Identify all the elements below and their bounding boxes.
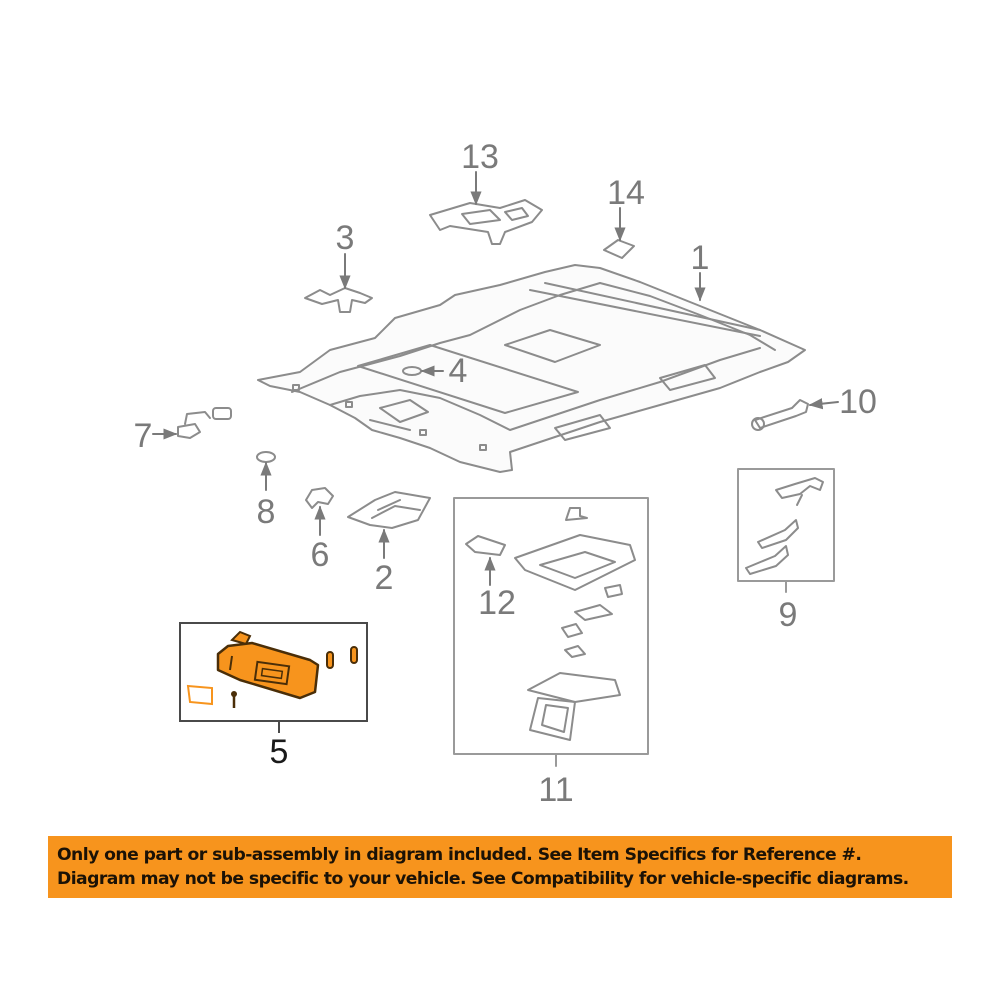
callout-5[interactable]: 5: [269, 733, 289, 771]
callout-8[interactable]: 8: [256, 493, 276, 531]
callout-9[interactable]: 9: [778, 596, 798, 634]
callout-13[interactable]: 13: [461, 138, 499, 176]
overhead-console-box: [453, 497, 649, 767]
headliner-panel-icon: [257, 264, 806, 473]
callout-14[interactable]: 14: [607, 174, 645, 212]
grab-handle-box: [737, 468, 835, 593]
coat-hook-icon: [751, 399, 809, 431]
callout-10[interactable]: 10: [839, 383, 877, 421]
wiring-connector-icon: [177, 407, 232, 439]
callout-3[interactable]: 3: [335, 219, 355, 257]
notice-line-1: Only one part or sub-assembly in diagram…: [57, 845, 862, 865]
bumper-pad-icon: [603, 239, 635, 259]
notice-line-2: Diagram may not be specific to your vehi…: [57, 869, 909, 889]
retainer-icon: [305, 487, 334, 509]
callout-7[interactable]: 7: [133, 417, 153, 455]
plug-icon: [256, 451, 276, 463]
clip-bracket-icon: [304, 287, 373, 313]
dome-lamp-icon: [347, 491, 431, 529]
callout-6[interactable]: 6: [310, 536, 330, 574]
callout-1[interactable]: 1: [690, 239, 710, 277]
rear-bracket-icon: [429, 199, 543, 245]
notice-banner: Only one part or sub-assembly in diagram…: [48, 836, 952, 898]
console-lens-icon: [465, 535, 506, 556]
sun-visor-assembly-icon: [179, 622, 368, 733]
callout-12[interactable]: 12: [478, 584, 516, 622]
callout-11[interactable]: 11: [538, 771, 574, 809]
callout-2[interactable]: 2: [374, 559, 394, 597]
callout-4[interactable]: 4: [448, 352, 468, 390]
